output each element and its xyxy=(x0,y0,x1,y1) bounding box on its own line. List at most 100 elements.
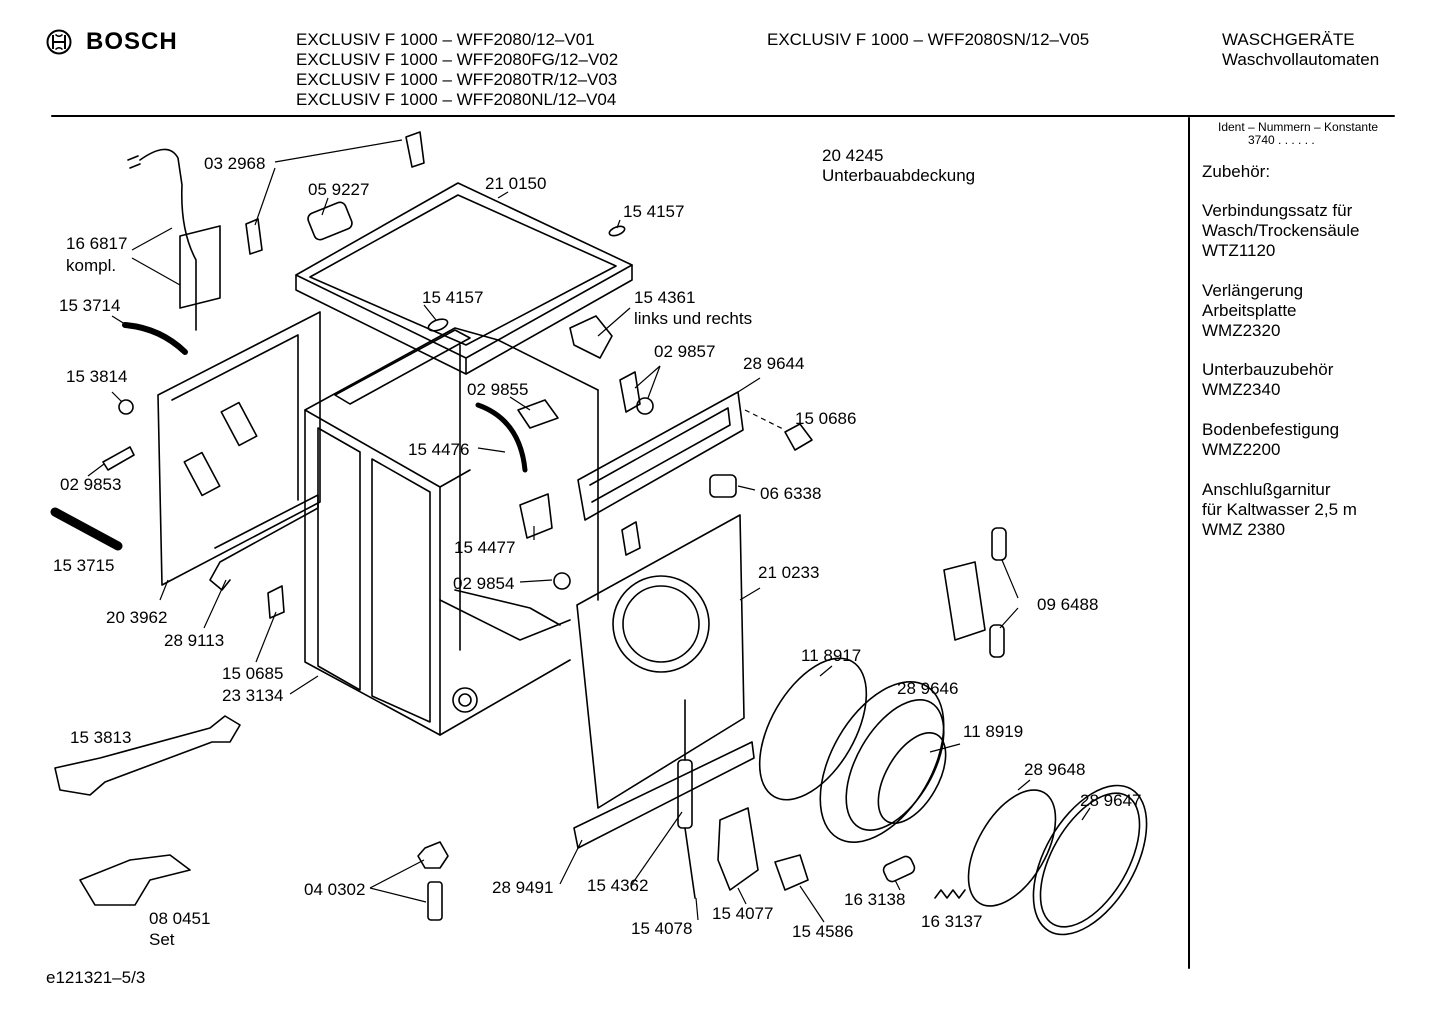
bosch-armature-icon xyxy=(46,29,72,55)
bracket-small-part xyxy=(621,521,641,556)
hinge-154361-part xyxy=(569,315,613,359)
spring-163137-part xyxy=(934,889,966,899)
accessory-line: für Kaltwasser 2,5 m xyxy=(1202,500,1357,519)
base-strip-part xyxy=(209,494,319,591)
bolt-040302-part xyxy=(427,881,443,921)
part-label: 28 9113 xyxy=(164,631,225,650)
model-list-1: EXCLUSIV F 1000 – WFF2080/12–V01 EXCLUSI… xyxy=(296,30,618,110)
power-cord-part xyxy=(127,148,221,331)
accessory-item: Bodenbefestigung WMZ2200 xyxy=(1202,420,1339,460)
part-label: 15 4476 xyxy=(408,440,470,459)
nut-029854-part xyxy=(553,572,571,590)
catch-154586-part xyxy=(774,854,809,891)
part-label: 16 3138 xyxy=(844,890,906,909)
inner-ring-part xyxy=(967,789,1057,907)
accessory-line: Wasch/Trockensäule xyxy=(1202,221,1360,240)
part-label: 05 9227 xyxy=(308,180,370,199)
hose-153715-part xyxy=(50,507,123,551)
latch-029857-part xyxy=(619,371,641,413)
part-description: links und rechts xyxy=(634,309,753,328)
sleeve-163138-part xyxy=(882,855,916,883)
bracket-154477-part xyxy=(519,493,553,539)
accessory-line: WMZ2200 xyxy=(1202,440,1281,459)
part-label: 20 4245 xyxy=(822,146,884,165)
model-line: EXCLUSIV F 1000 – WFF2080/12–V01 xyxy=(296,30,595,49)
hinge-096488-part xyxy=(943,561,986,641)
part-label: 15 3714 xyxy=(59,296,121,315)
part-label: 15 4586 xyxy=(792,922,854,941)
ident-label: Ident – Nummern – Konstante xyxy=(1218,120,1379,134)
rail-part xyxy=(577,391,744,521)
part-label: 23 3134 xyxy=(222,686,284,705)
accessory-item: Verlängerung Arbeitsplatte WMZ2320 xyxy=(1202,281,1303,341)
brand-name: BOSCH xyxy=(86,28,178,55)
plug-154157b-part xyxy=(427,318,449,332)
subcategory: Waschvollautomaten xyxy=(1222,50,1380,69)
brand-logo: BOSCH xyxy=(46,28,178,56)
model-line: EXCLUSIV F 1000 – WFF2080FG/12–V02 xyxy=(296,50,619,69)
accessories-title: Zubehör: xyxy=(1202,162,1271,181)
accessory-line: WMZ2340 xyxy=(1202,380,1281,399)
pin-096488b-part xyxy=(989,624,1005,658)
part-label: 15 3814 xyxy=(66,367,128,386)
part-label: 15 4157 xyxy=(623,202,685,221)
bracket-029855-part xyxy=(517,399,559,429)
accessory-line: Arbeitsplatte xyxy=(1202,301,1297,320)
model-list-2: EXCLUSIV F 1000 – WFF2080SN/12–V05 xyxy=(767,30,1089,50)
part-label: 16 3137 xyxy=(921,912,983,931)
part-label: 02 9853 xyxy=(60,475,122,494)
part-label: 28 9644 xyxy=(743,354,805,373)
ident-value: 3740 . . . . . . xyxy=(1248,133,1315,147)
part-label: 15 0685 xyxy=(222,664,284,683)
hose-153714-part xyxy=(122,322,188,355)
plug-154157a-part xyxy=(608,225,626,237)
clip-029853-part xyxy=(102,446,135,471)
part-label: 09 6488 xyxy=(1037,595,1099,614)
part-description: kompl. xyxy=(66,256,117,275)
accessory-line: Anschlußgarnitur xyxy=(1202,480,1331,499)
handle-059227-part xyxy=(307,201,353,241)
part-label: 11 8917 xyxy=(801,646,862,665)
door-frame-part xyxy=(819,680,945,844)
accessory-line: Verbindungssatz für xyxy=(1202,201,1353,220)
door-seal-ring-part xyxy=(758,657,868,801)
part-label: 15 4077 xyxy=(712,904,774,923)
part-label: 15 4477 xyxy=(454,538,516,557)
model-line: EXCLUSIV F 1000 – WFF2080NL/12–V04 xyxy=(296,90,617,109)
part-label: 15 3715 xyxy=(53,556,115,575)
accessory-line: Unterbauzubehör xyxy=(1202,360,1334,379)
door-glass-part xyxy=(877,731,947,825)
part-label: 15 0686 xyxy=(795,409,857,428)
accessory-item: Verbindungssatz für Wasch/Trockensäule W… xyxy=(1202,201,1359,261)
bracket-032968-part xyxy=(405,131,425,168)
accessory-item: Unterbauzubehör WMZ2340 xyxy=(1202,360,1333,400)
clip-150685-part xyxy=(267,585,285,619)
category-block: WASCHGERÄTE Waschvollautomaten xyxy=(1222,30,1379,70)
part-label: 28 9648 xyxy=(1024,760,1086,779)
part-label: 28 9646 xyxy=(897,679,959,698)
guide-154476-part xyxy=(475,402,528,473)
grommet-066338-part xyxy=(709,474,737,498)
set-080451-part xyxy=(79,854,191,906)
kick-plate-part xyxy=(573,741,755,849)
accessory-line: Verlängerung xyxy=(1202,281,1304,300)
accessory-line: WMZ 2380 xyxy=(1202,520,1286,539)
rear-panel-part xyxy=(157,311,321,586)
part-label: 28 9491 xyxy=(492,878,554,897)
accessory-line: WTZ1120 xyxy=(1202,241,1276,260)
clamp-150686-part xyxy=(784,423,813,451)
lock-154077-part xyxy=(717,807,759,891)
part-label: 04 0302 xyxy=(304,880,366,899)
part-description: Unterbauabdeckung xyxy=(822,166,976,185)
accessory-line: WMZ2320 xyxy=(1202,321,1281,340)
drawing-id: e121321–5/3 xyxy=(46,968,146,987)
part-label: 28 9647 xyxy=(1080,791,1142,810)
part-description: Set xyxy=(149,930,175,949)
front-panel-part xyxy=(576,514,745,809)
wrench-153813-part xyxy=(54,715,241,796)
part-label: 02 9855 xyxy=(467,380,529,399)
worktop-part xyxy=(295,182,633,375)
cabinet-body-part xyxy=(304,327,599,736)
accessory-item: Anschlußgarnitur für Kaltwasser 2,5 m WM… xyxy=(1202,480,1357,540)
